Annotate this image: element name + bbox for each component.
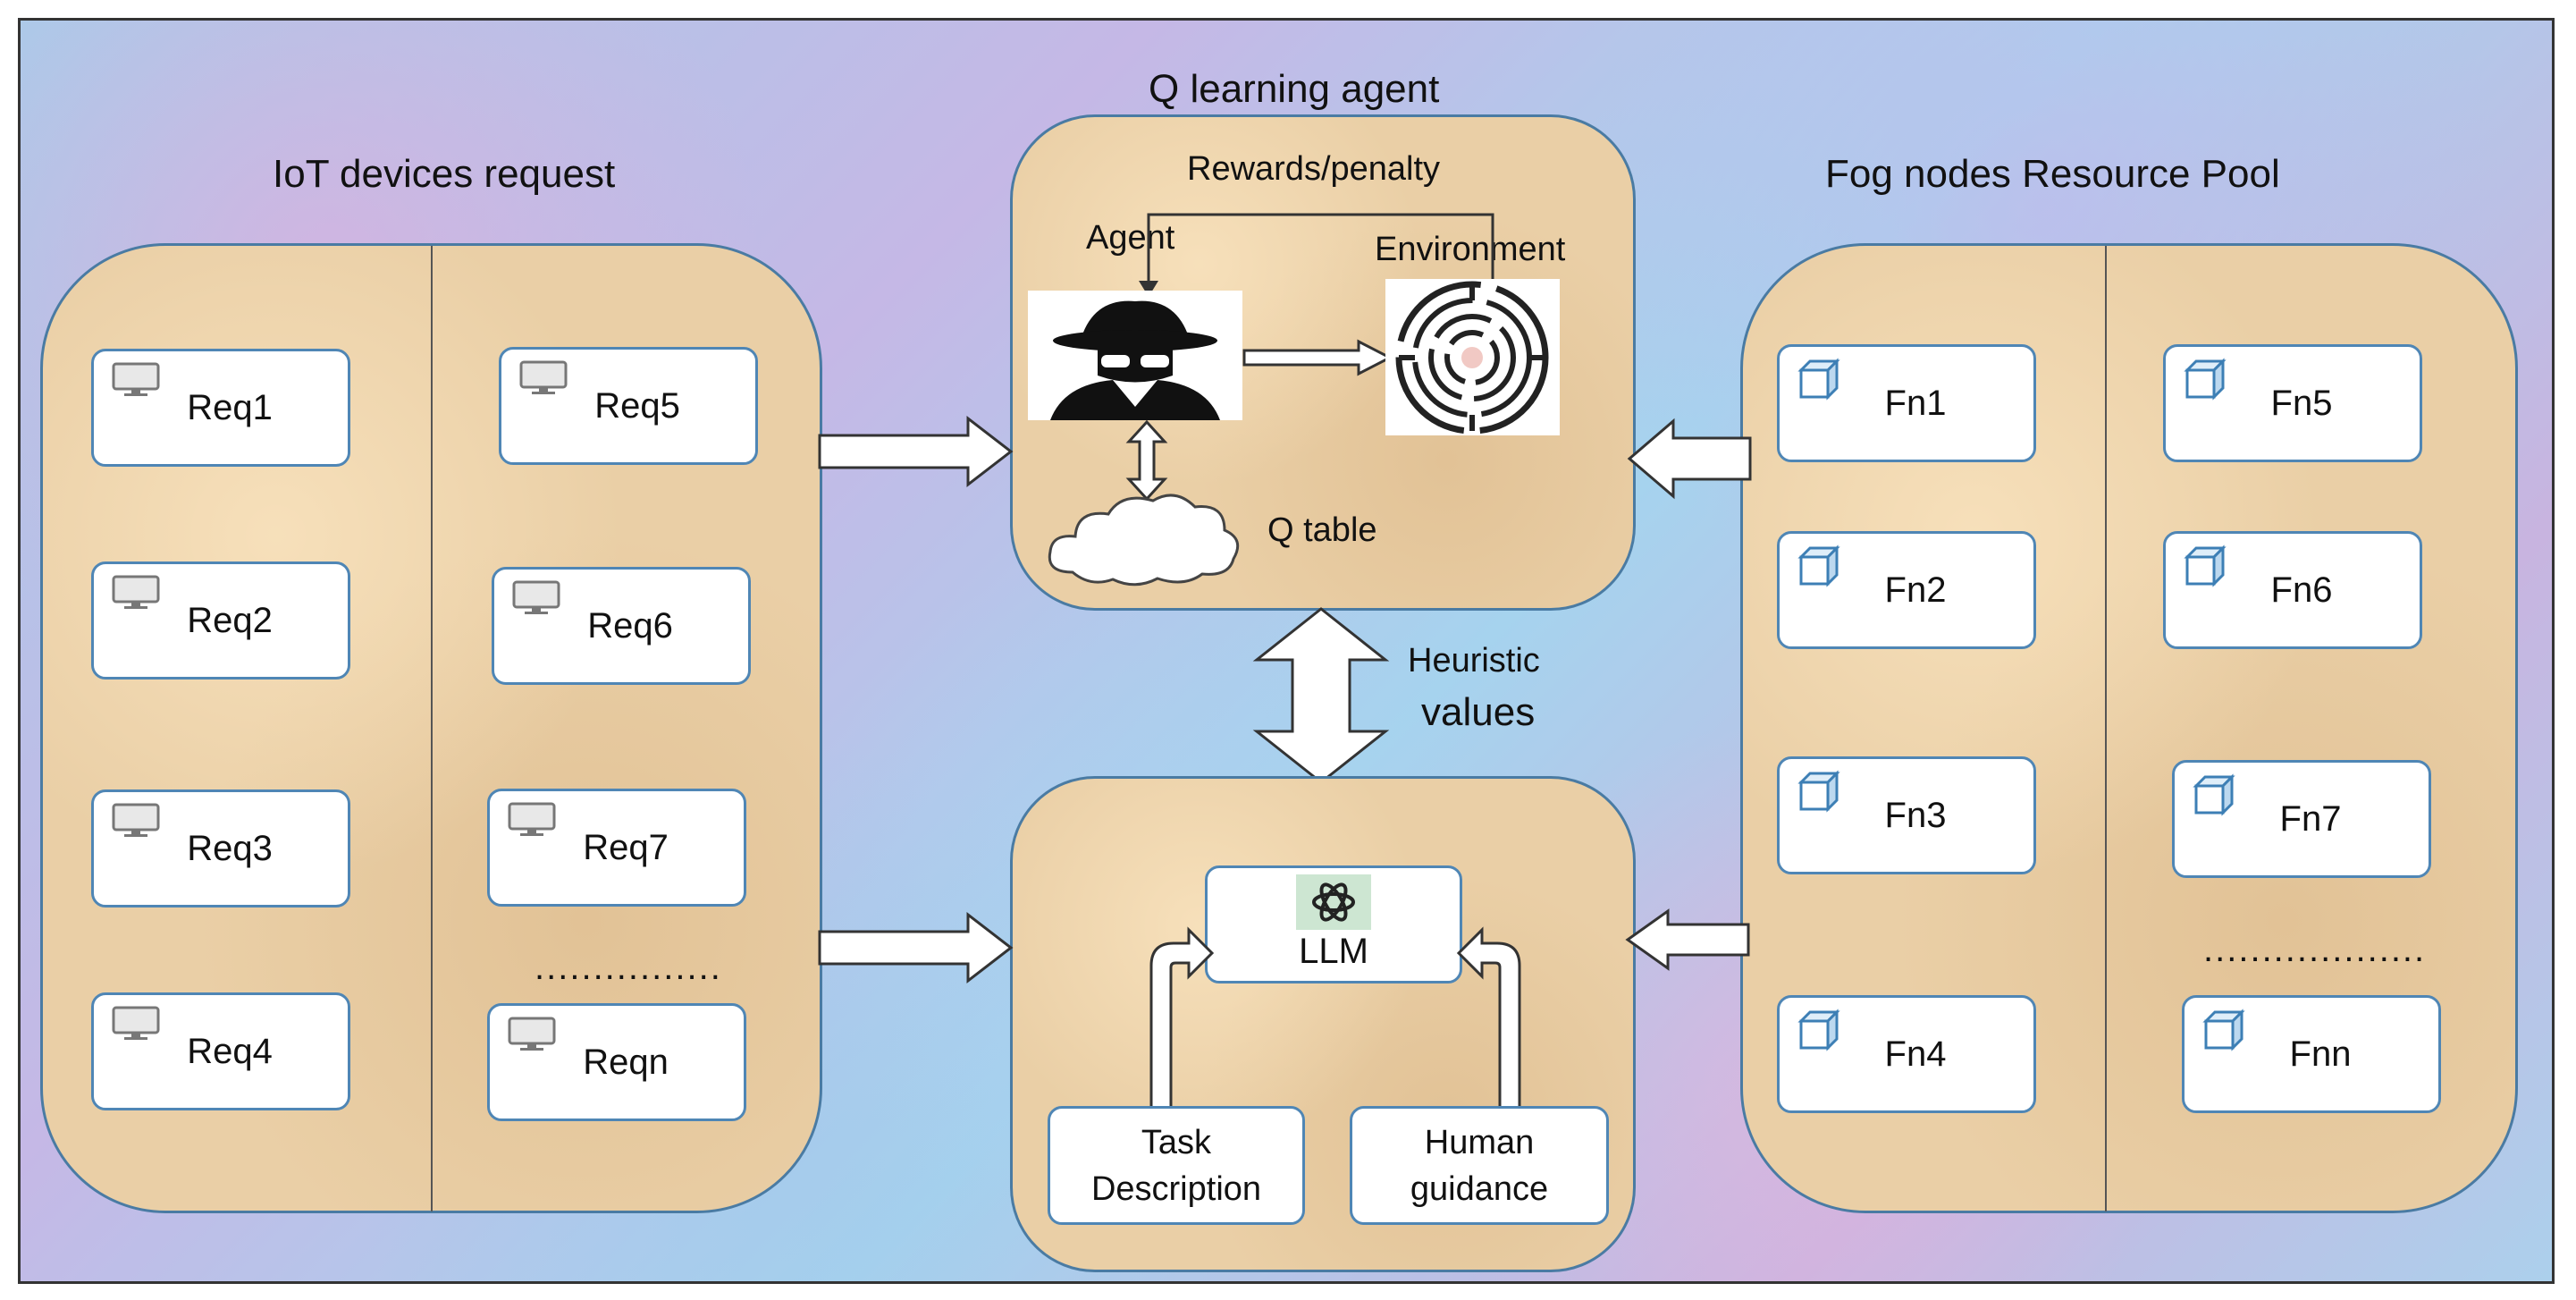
request-req7[interactable]: Req7 bbox=[487, 789, 746, 907]
fog-node-label: Fn5 bbox=[2270, 383, 2333, 423]
monitor-icon bbox=[112, 1006, 160, 1046]
fog-node-fn2[interactable]: Fn2 bbox=[1777, 531, 2036, 649]
q-table-cloud-icon bbox=[1048, 494, 1240, 587]
fog-node-label: Fn2 bbox=[1884, 570, 1947, 610]
request-label: Req1 bbox=[187, 387, 273, 427]
iot-to-llm-arrow bbox=[818, 911, 1014, 984]
fog-node-label: Fnn bbox=[2289, 1034, 2352, 1074]
monitor-icon bbox=[508, 802, 556, 842]
openai-logo-icon bbox=[1296, 874, 1371, 930]
request-req5[interactable]: Req5 bbox=[499, 347, 758, 465]
environment-label: Environment bbox=[1375, 231, 1566, 268]
agent-spy-icon bbox=[1028, 291, 1242, 420]
monitor-icon bbox=[512, 580, 560, 620]
request-req6[interactable]: Req6 bbox=[492, 567, 751, 685]
request-label: Req3 bbox=[187, 828, 273, 868]
agent-label: Agent bbox=[1086, 219, 1175, 257]
request-label: Req5 bbox=[594, 385, 680, 426]
human-line2: guidance bbox=[1410, 1169, 1549, 1208]
monitor-icon bbox=[112, 575, 160, 615]
fog-node-label: Fn7 bbox=[2279, 798, 2342, 839]
cube-icon bbox=[1797, 1009, 1840, 1056]
heuristic-label: Heuristic bbox=[1408, 642, 1540, 680]
fog-node-label: Fn1 bbox=[1884, 383, 1947, 423]
request-label: Req2 bbox=[187, 600, 273, 640]
fog-node-fn5[interactable]: Fn5 bbox=[2163, 344, 2422, 462]
fog-more-ellipsis: ................... bbox=[2203, 930, 2427, 969]
cube-icon bbox=[1797, 770, 1840, 817]
iot-panel-divider bbox=[431, 246, 433, 1211]
fog-to-llm-arrow bbox=[1625, 908, 1750, 971]
iot-panel-title: IoT devices request bbox=[273, 152, 616, 196]
request-req3[interactable]: Req3 bbox=[91, 789, 350, 907]
task-description-box[interactable]: Task Description bbox=[1048, 1106, 1305, 1225]
guidance-to-llm-arrow bbox=[1456, 926, 1521, 1118]
monitor-icon bbox=[112, 803, 160, 843]
human-line1: Human bbox=[1424, 1123, 1535, 1161]
request-label: Req6 bbox=[587, 605, 673, 646]
request-req4[interactable]: Req4 bbox=[91, 992, 350, 1110]
monitor-icon bbox=[112, 362, 160, 402]
agent-panel-title: Q learning agent bbox=[1149, 67, 1440, 111]
fog-panel-title: Fog nodes Resource Pool bbox=[1825, 152, 2280, 196]
fog-node-fn4[interactable]: Fn4 bbox=[1777, 995, 2036, 1113]
llm-label: LLM bbox=[1299, 931, 1368, 971]
request-label: Req4 bbox=[187, 1031, 273, 1071]
values-label: values bbox=[1421, 690, 1536, 734]
maze-environment-icon bbox=[1385, 279, 1560, 435]
cube-icon bbox=[2184, 358, 2227, 405]
fog-node-fn3[interactable]: Fn3 bbox=[1777, 756, 2036, 874]
action-arrow bbox=[1242, 339, 1393, 376]
fog-node-fn7[interactable]: Fn7 bbox=[2172, 760, 2431, 878]
request-req2[interactable]: Req2 bbox=[91, 561, 350, 680]
fog-node-label: Fn6 bbox=[2270, 570, 2333, 610]
monitor-icon bbox=[508, 1017, 556, 1057]
iot-more-ellipsis: ................ bbox=[535, 948, 722, 987]
request-label: Req7 bbox=[583, 827, 669, 867]
request-req1[interactable]: Req1 bbox=[91, 349, 350, 467]
iot-to-agent-arrow bbox=[818, 415, 1014, 488]
task-line1: Task bbox=[1141, 1123, 1212, 1161]
task-to-llm-arrow bbox=[1149, 926, 1215, 1118]
cube-icon bbox=[2184, 544, 2227, 592]
llm-box[interactable]: LLM bbox=[1205, 865, 1462, 983]
cube-icon bbox=[2202, 1009, 2245, 1056]
fog-node-fn1[interactable]: Fn1 bbox=[1777, 344, 2036, 462]
fog-node-label: Fn3 bbox=[1884, 795, 1947, 835]
fog-panel-divider bbox=[2105, 246, 2107, 1211]
fog-node-fn6[interactable]: Fn6 bbox=[2163, 531, 2422, 649]
request-reqn[interactable]: Reqn bbox=[487, 1003, 746, 1121]
fog-node-fnn[interactable]: Fnn bbox=[2182, 995, 2441, 1113]
task-line2: Description bbox=[1090, 1169, 1262, 1208]
q-table-label: Q table bbox=[1267, 511, 1377, 549]
cube-icon bbox=[1797, 544, 1840, 592]
rewards-penalty-label: Rewards/penalty bbox=[1187, 150, 1441, 188]
cube-icon bbox=[2193, 773, 2235, 821]
request-label: Reqn bbox=[583, 1042, 669, 1082]
cube-icon bbox=[1797, 358, 1840, 405]
human-guidance-box[interactable]: Human guidance bbox=[1350, 1106, 1609, 1225]
fog-node-label: Fn4 bbox=[1884, 1034, 1947, 1074]
heuristic-values-arrow bbox=[1252, 607, 1390, 784]
monitor-icon bbox=[519, 360, 568, 401]
reward-feedback-arrow bbox=[1139, 213, 1494, 304]
fog-to-agent-arrow bbox=[1627, 418, 1752, 500]
